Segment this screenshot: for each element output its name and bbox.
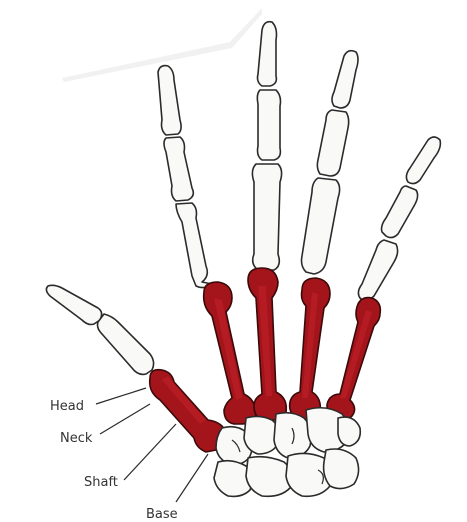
- index-distal-phalanx: [158, 66, 181, 135]
- middle-finger: [252, 22, 281, 270]
- ring-middle-phalanx: [317, 110, 348, 176]
- base-pointer-line: [176, 454, 208, 502]
- carpal-pisiform: [338, 417, 360, 446]
- label-neck: Neck: [60, 431, 93, 446]
- little-finger: [358, 137, 440, 301]
- middle-middle-phalanx: [257, 90, 280, 160]
- carpal-extra: [324, 449, 359, 489]
- ring-distal-phalanx: [332, 51, 358, 108]
- shaft-pointer-line: [124, 424, 176, 480]
- index-proximal-phalanx: [176, 203, 212, 288]
- index-finger: [158, 66, 212, 288]
- little-middle-phalanx: [382, 186, 418, 238]
- middle-distal-phalanx: [258, 22, 277, 86]
- label-head: Head: [50, 399, 84, 414]
- carpal-capitate: [274, 413, 311, 458]
- middle-proximal-phalanx: [252, 164, 281, 270]
- carpal-lunate: [246, 457, 292, 497]
- head-pointer-line: [96, 388, 146, 404]
- thumb-proximal-phalanx: [98, 314, 154, 374]
- ring-proximal-phalanx: [302, 178, 340, 274]
- label-shaft: Shaft: [84, 475, 118, 490]
- thumb-distal-phalanx: [46, 285, 101, 324]
- little-distal-phalanx: [406, 137, 440, 184]
- ring-finger: [302, 51, 359, 274]
- label-base: Base: [146, 507, 178, 522]
- neck-pointer-line: [100, 404, 150, 434]
- thumb: [46, 285, 153, 374]
- index-middle-phalanx: [164, 137, 193, 201]
- little-proximal-phalanx: [358, 240, 397, 301]
